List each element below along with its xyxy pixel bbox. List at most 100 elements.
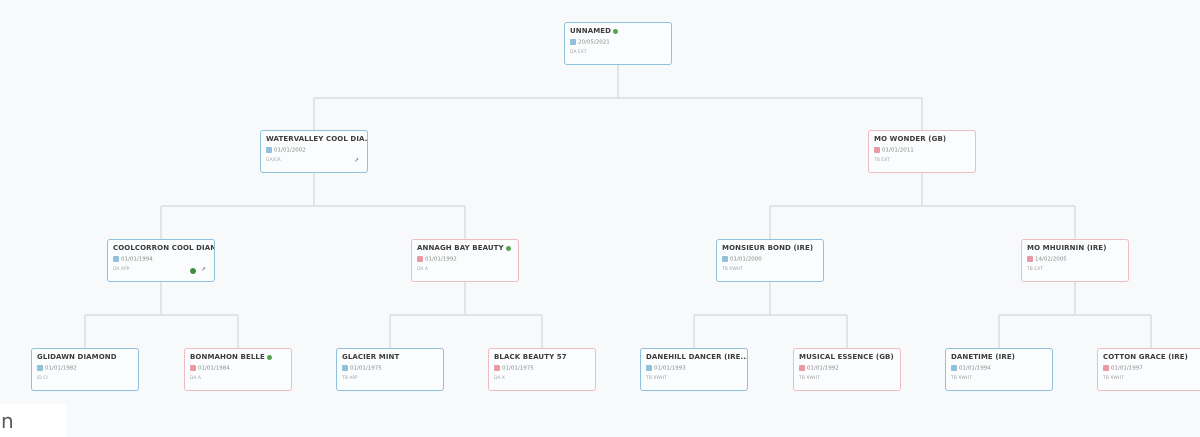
node-meta: DA EXT <box>570 49 587 55</box>
node-name-text: COTTON GRACE (IRE) <box>1103 353 1188 361</box>
node-name-text: MO MHUIRNIN (IRE) <box>1027 244 1107 252</box>
node-date-row: 01/01/2011 <box>874 147 970 154</box>
node-date-row: 01/01/1994 <box>113 256 209 263</box>
node-name: DANETIME (IRE) <box>951 353 1047 361</box>
calendar-icon <box>1027 256 1033 262</box>
node-name-text: BONMAHON BELLE <box>190 353 265 361</box>
pedigree-node-dds[interactable]: DANETIME (IRE) 01/01/1994 TB XWHT <box>945 348 1053 391</box>
calendar-icon <box>37 365 43 371</box>
calendar-icon <box>722 256 728 262</box>
arrow-up-icon[interactable]: ↗ <box>353 157 359 164</box>
node-name: GLACIER MINT <box>342 353 438 361</box>
pedigree-node-dd[interactable]: MO MHUIRNIN (IRE) 14/02/2005 TB EXT <box>1021 239 1129 282</box>
node-meta: DA APP <box>113 266 130 272</box>
node-name: BLACK BEAUTY 57 <box>494 353 590 361</box>
node-name: MONSIEUR BOND (IRE) <box>722 244 818 252</box>
pedigree-node-root[interactable]: UNNAMED 20/05/2021 DA EXT <box>564 22 672 65</box>
node-name-text: DANEHILL DANCER (IRE... <box>646 353 748 361</box>
node-date-row: 01/01/1997 <box>1103 365 1199 372</box>
node-date: 01/01/1992 <box>807 365 839 372</box>
tree-icon <box>505 245 511 251</box>
node-meta: DA A <box>417 266 428 272</box>
node-date: 20/05/2021 <box>578 39 610 46</box>
calendar-icon <box>494 365 500 371</box>
node-date-row: 14/02/2005 <box>1027 256 1123 263</box>
node-meta: DA X <box>494 375 505 381</box>
node-name-text: MONSIEUR BOND (IRE) <box>722 244 814 252</box>
node-date: 01/01/1993 <box>654 365 686 372</box>
calendar-icon <box>417 256 423 262</box>
node-date: 01/01/2002 <box>274 147 306 154</box>
pedigree-node-ds[interactable]: MONSIEUR BOND (IRE) 01/01/2000 TB XWHT <box>716 239 824 282</box>
node-date: 01/01/1982 <box>45 365 77 372</box>
node-name: COOLCORRON COOL DIAM... <box>113 244 214 252</box>
calendar-icon <box>799 365 805 371</box>
pedigree-node-ssd[interactable]: BONMAHON BELLE 01/01/1984 DA A <box>184 348 292 391</box>
node-name-text: UNNAMED <box>570 27 612 35</box>
calendar-icon <box>646 365 652 371</box>
node-name: WATERVALLEY COOL DIA... <box>266 135 367 143</box>
pedigree-node-sdd[interactable]: BLACK BEAUTY 57 01/01/1975 DA X <box>488 348 596 391</box>
calendar-icon <box>1103 365 1109 371</box>
node-date-row: 01/01/1984 <box>190 365 286 372</box>
node-name-text: BLACK BEAUTY 57 <box>494 353 567 361</box>
node-name-text: GLACIER MINT <box>342 353 400 361</box>
node-name: GLIDAWN DIAMOND <box>37 353 133 361</box>
node-date-row: 01/01/2002 <box>266 147 362 154</box>
calendar-icon <box>190 365 196 371</box>
node-name: MO WONDER (GB) <box>874 135 970 143</box>
calendar-icon <box>570 39 576 45</box>
node-name-text: MO WONDER (GB) <box>874 135 947 143</box>
node-name-text: WATERVALLEY COOL DIA... <box>266 135 368 143</box>
arrow-up-icon[interactable]: ↗ <box>200 266 206 273</box>
node-date: 01/01/1997 <box>1111 365 1143 372</box>
node-date: 01/01/2011 <box>882 147 914 154</box>
node-meta: TB EXT <box>1027 266 1043 272</box>
node-name-text: MUSICAL ESSENCE (GB) <box>799 353 894 361</box>
node-date-row: 01/01/1992 <box>417 256 513 263</box>
node-date: 01/01/1994 <box>121 256 153 263</box>
pedigree-node-dam[interactable]: MO WONDER (GB) 01/01/2011 TB EXT <box>868 130 976 173</box>
node-meta: TB APP <box>342 375 358 381</box>
node-date-row: 01/01/1993 <box>646 365 742 372</box>
node-name: COTTON GRACE (IRE) <box>1103 353 1199 361</box>
node-date-row: 01/01/1994 <box>951 365 1047 372</box>
node-meta: TB XWHT <box>722 266 743 272</box>
tree-icon <box>266 354 272 360</box>
node-date: 01/01/1975 <box>502 365 534 372</box>
node-meta: DA A <box>190 375 201 381</box>
node-name-text: COOLCORRON COOL DIAM... <box>113 244 215 252</box>
tree-icon <box>613 28 619 34</box>
node-name: BONMAHON BELLE <box>190 353 286 361</box>
pedigree-node-sd[interactable]: ANNAGH BAY BEAUTY 01/01/1992 DA A <box>411 239 519 282</box>
node-date: 14/02/2005 <box>1035 256 1067 263</box>
node-meta: TB XWHT <box>951 375 972 381</box>
node-meta: TB EXT <box>874 157 890 163</box>
calendar-icon <box>342 365 348 371</box>
node-date-row: 01/01/1992 <box>799 365 895 372</box>
calendar-icon <box>113 256 119 262</box>
node-date-row: 01/01/1982 <box>37 365 133 372</box>
node-name-text: ANNAGH BAY BEAUTY <box>417 244 504 252</box>
tree-badge-icon[interactable] <box>190 268 196 274</box>
node-name: ANNAGH BAY BEAUTY <box>417 244 513 252</box>
node-date: 01/01/2000 <box>730 256 762 263</box>
node-date-row: 01/01/1975 <box>494 365 590 372</box>
pedigree-node-ss[interactable]: COOLCORRON COOL DIAM... 01/01/1994 DA APP ↗ <box>107 239 215 282</box>
node-name: MUSICAL ESSENCE (GB) <box>799 353 895 361</box>
node-date: 01/01/1975 <box>350 365 382 372</box>
corner-text: n <box>0 404 66 437</box>
pedigree-node-sds[interactable]: GLACIER MINT 01/01/1975 TB APP <box>336 348 444 391</box>
node-date: 01/01/1984 <box>198 365 230 372</box>
node-date-row: 20/05/2021 <box>570 39 666 46</box>
node-name: MO MHUIRNIN (IRE) <box>1027 244 1123 252</box>
calendar-icon <box>874 147 880 153</box>
node-name-text: DANETIME (IRE) <box>951 353 1016 361</box>
